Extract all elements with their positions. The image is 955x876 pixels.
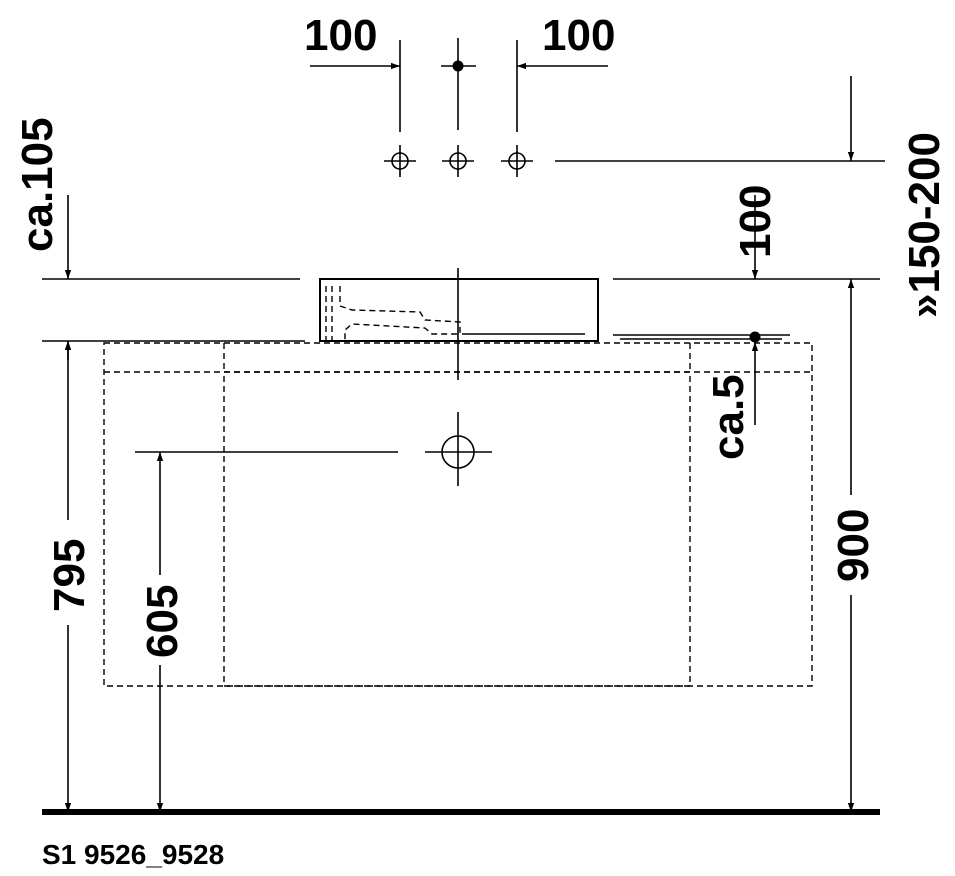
drain-outlet [441,435,475,469]
drawing-code: S1 9526_9528 [42,839,224,870]
dim-tap-height: »150-200 [900,132,949,318]
dim-tap-spacing-right: 100 [542,11,615,60]
dim-basin-height: ca.105 [13,117,62,252]
dim-drain-height: 605 [138,585,187,658]
dim-overflow-offset: 100 [731,185,780,258]
dim-counter-height: 900 [829,509,878,582]
tap-holes [384,145,533,177]
dim-tap-spacing-left: 100 [304,11,377,60]
dim-counter-top: 795 [45,539,94,612]
basin-outline [319,278,599,342]
dim-counter-overlap: ca.5 [704,374,753,460]
